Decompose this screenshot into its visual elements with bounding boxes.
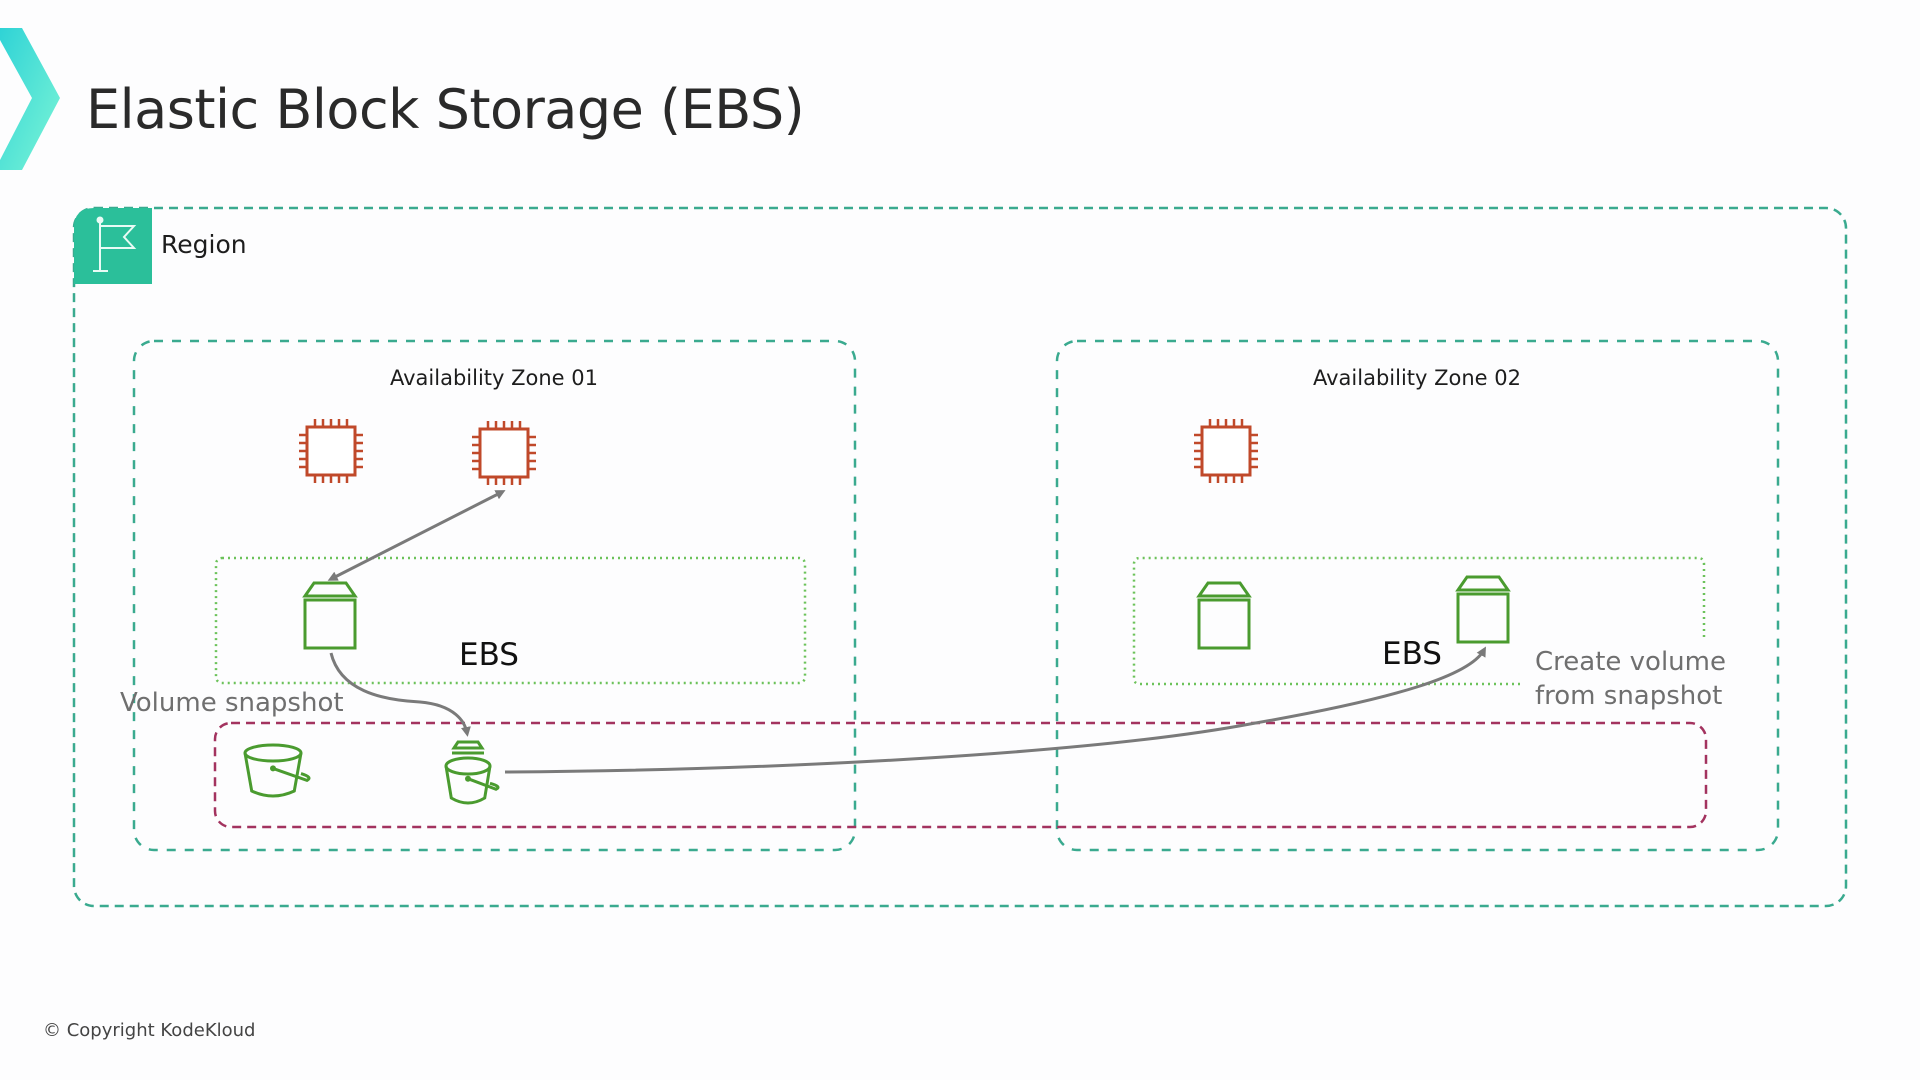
copyright: © Copyright KodeKloud <box>43 1020 256 1041</box>
ebs-group-01-box <box>214 556 807 685</box>
availability-zone-01-label: Availability Zone 01 <box>389 366 599 390</box>
ebs-volume-icon <box>1196 581 1252 650</box>
create-volume-label-line1: Create volume <box>1535 647 1726 677</box>
flag-icon <box>93 216 137 272</box>
create-volume-label-line2: from snapshot <box>1535 681 1723 711</box>
attach-arrow <box>327 490 506 581</box>
page-title: Elastic Block Storage (EBS) <box>86 78 805 141</box>
availability-zone-02-label: Availability Zone 02 <box>1312 366 1522 390</box>
ec2-instance-icon <box>1194 419 1258 483</box>
region-box <box>72 206 1848 908</box>
ec2-instance-icon <box>299 419 363 483</box>
ec2-instance-icon <box>472 421 536 485</box>
ebs-volume-icon <box>302 581 358 650</box>
snapshot-box <box>213 721 1708 829</box>
restore-arrow <box>504 646 1486 774</box>
bucket-icon <box>243 743 311 798</box>
logo-chevron-icon <box>0 28 60 170</box>
region-badge <box>74 208 152 284</box>
ebs-group-02-box <box>1132 556 1706 686</box>
availability-zone-01-box <box>132 339 857 852</box>
ebs-label-02: EBS <box>1382 636 1442 672</box>
snapshot-bucket-icon <box>444 740 500 805</box>
availability-zone-02-box <box>1055 339 1780 852</box>
volume-snapshot-label: Volume snapshot <box>120 688 344 718</box>
ebs-volume-icon <box>1455 575 1511 644</box>
ebs-label-01: EBS <box>459 637 519 673</box>
snapshot-arrow <box>329 652 471 737</box>
region-label: Region <box>161 230 247 259</box>
